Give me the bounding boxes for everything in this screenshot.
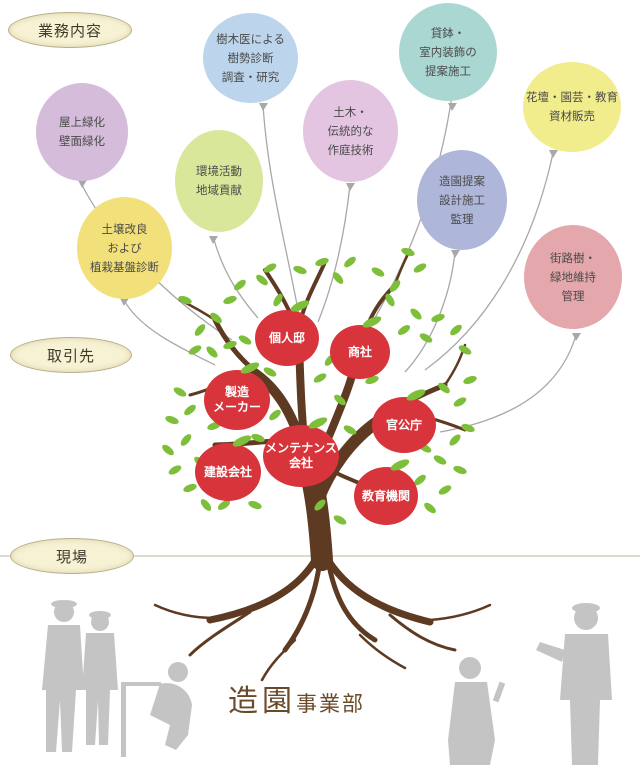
string-environment (213, 236, 258, 318)
leaf (437, 483, 453, 496)
balloon-rental-pots: 貸鉢・ 室内装飾の 提案施工 (399, 3, 497, 101)
side-label-clients: 取引先 (10, 337, 132, 373)
balloon-text-line: 管理 (562, 287, 585, 306)
leaf (164, 414, 180, 425)
apple-education (354, 467, 418, 525)
leaf (179, 432, 193, 447)
worker-silhouette-1 (42, 600, 84, 752)
worker-silhouette-4 (448, 657, 505, 765)
apple-construction-company (195, 443, 261, 501)
apple-maintenance-company (263, 425, 339, 487)
leaf (247, 499, 263, 510)
leaf (160, 443, 175, 457)
balloon-text-line: 貸鉢・ (431, 24, 466, 43)
balloon-text-line: 緑地維持 (550, 268, 596, 287)
leaf (332, 513, 348, 526)
leaf (422, 501, 437, 515)
balloon-text-line: 資材販売 (549, 107, 595, 126)
division-title-main: 造園 (228, 684, 296, 719)
apple-government (372, 397, 436, 453)
leaf (448, 433, 463, 448)
string-tree-doctor (263, 105, 300, 320)
leaf (342, 255, 357, 269)
balloon-text-line: 造園提案 (439, 172, 485, 191)
balloon-text-line: 樹木医による (216, 30, 285, 49)
apple-manufacturer (204, 370, 270, 430)
leaf (412, 261, 428, 274)
leaf (370, 265, 386, 278)
balloon-soil-improvement: 土壌改良 および 植栽基盤診断 (77, 197, 172, 299)
leaf (462, 374, 478, 385)
leaf (452, 464, 468, 475)
leaf (167, 463, 183, 476)
leaf (396, 323, 411, 337)
balloon-text-line: 土木・ (333, 103, 368, 122)
leaf (312, 371, 328, 384)
apple-trading-company (330, 325, 390, 379)
leaf (182, 482, 198, 493)
balloon-text-line: 室内装飾の (419, 43, 477, 62)
worker-silhouette-2 (82, 611, 118, 745)
balloon-text-line: 壁面緑化 (59, 132, 105, 151)
balloon-text-line: 土壌改良 (102, 220, 148, 239)
leaf (182, 403, 197, 417)
balloon-text-line: 環境活動 (196, 162, 242, 181)
balloon-text-line: 設計施工 (439, 191, 485, 210)
division-title-sub: 事業部 (296, 692, 365, 716)
balloon-roof-greening: 屋上緑化 壁面緑化 (36, 83, 128, 181)
string-civil (318, 185, 350, 322)
balloon-street-trees: 街路樹・ 緑地維持 管理 (524, 225, 622, 329)
side-label-services: 業務内容 (8, 12, 132, 48)
side-label-site: 現場 (10, 538, 134, 574)
worker-silhouette-5 (536, 603, 612, 765)
leaf (177, 294, 193, 305)
balloon-text-line: 調査・研究 (222, 68, 280, 87)
balloon-civil-engineering: 土木・ 伝統的な 作庭技術 (303, 80, 398, 182)
division-title: 造園事業部 (228, 676, 365, 720)
balloon-landscape-design: 造園提案 設計施工 監理 (417, 150, 507, 250)
leaf (199, 497, 213, 512)
balloon-tree-doctor: 樹木医による 樹勢診断 調査・研究 (203, 13, 298, 103)
balloon-environment: 環境活動 地域貢献 (175, 130, 263, 232)
balloon-text-line: 樹勢診断 (228, 49, 274, 68)
balloon-flowerbed-supplies: 花壇・園芸・教育 資材販売 (523, 62, 621, 152)
balloon-text-line: 監理 (451, 210, 474, 229)
leaf (409, 307, 424, 322)
balloon-text-line: 提案施工 (425, 62, 471, 81)
balloon-text-line: 作庭技術 (328, 141, 374, 160)
leaf (205, 345, 220, 360)
leaf (432, 453, 448, 466)
balloon-text-line: 花壇・園芸・教育 (526, 88, 618, 107)
balloon-text-line: 屋上緑化 (59, 113, 105, 132)
leaf (193, 322, 207, 337)
leaf (172, 385, 188, 398)
leaf (292, 264, 308, 275)
leaf (267, 408, 282, 422)
balloon-text-line: 植栽基盤診断 (90, 258, 159, 277)
leaf (448, 323, 463, 337)
balloon-text-line: および (107, 239, 142, 258)
leaf (430, 312, 446, 323)
balloon-text-line: 街路樹・ (550, 249, 596, 268)
leaf (232, 278, 247, 292)
worker-silhouette-3 (121, 662, 192, 757)
leaf (452, 395, 468, 408)
balloon-text-line: 伝統的な (328, 122, 374, 141)
apple-private-residence (255, 310, 319, 366)
leaf (237, 333, 253, 346)
balloon-text-line: 地域貢献 (196, 181, 242, 200)
leaf (222, 294, 238, 305)
